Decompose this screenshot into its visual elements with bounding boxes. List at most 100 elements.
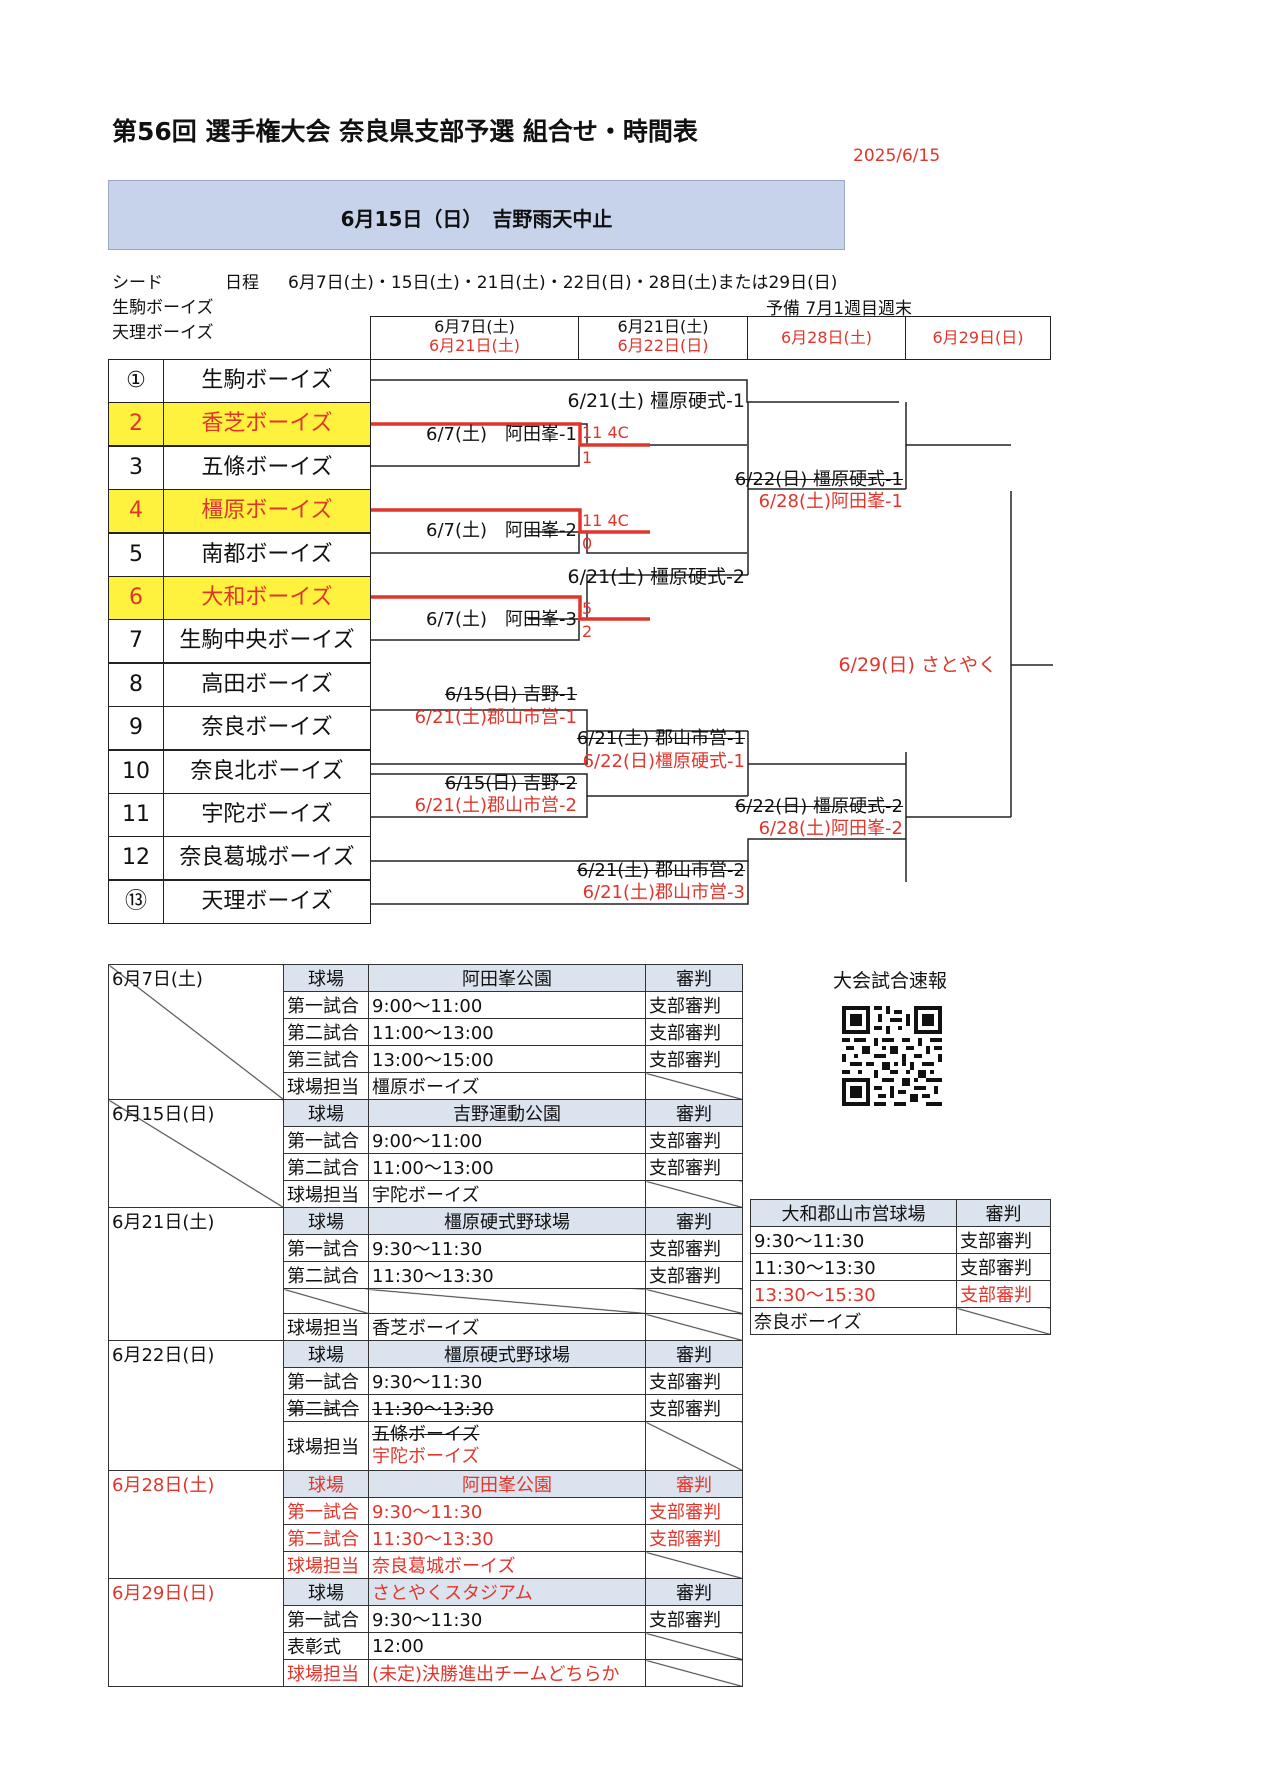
game-label-cancelled: 6/15(日) 吉野-2 [444, 773, 577, 794]
referee: 支部審判 [645, 1605, 743, 1633]
game-no: 第一試合 [283, 1126, 369, 1154]
day-date: 6月22日(日) [108, 1340, 284, 1471]
game-label: 6/21(土) 橿原硬式-2 [567, 566, 745, 588]
referee-label: 審判 [645, 1207, 743, 1235]
venue-name: さとやくスタジアム [368, 1578, 646, 1606]
venue-label: 球場 [283, 1470, 369, 1498]
seed-label: シード [112, 273, 163, 293]
game-no: 第二試合 [283, 1153, 369, 1181]
score: 11 4C [582, 511, 629, 530]
game-label: 6/28(土)阿田峯-1 [758, 491, 903, 512]
venue-name: 吉野運動公園 [368, 1099, 646, 1127]
referee: 支部審判 [645, 1261, 743, 1289]
venue-label: 球場 [283, 964, 369, 992]
game-time: 11:00～13:00 [368, 1153, 646, 1181]
score: 0 [582, 534, 593, 553]
final-game-label: 6/29(日) さとやく [838, 654, 997, 676]
game-label: 6/7(土) 阿田峯-3 [426, 609, 577, 630]
venue-label: 球場 [283, 1340, 369, 1368]
team-number: 12 [109, 837, 164, 879]
venue-name: 阿田峯公園 [368, 964, 646, 992]
team-row: ① 生駒ボーイズ [108, 359, 371, 403]
team-name: 大和ボーイズ [201, 585, 333, 610]
game-time: 9:00～11:00 [368, 1126, 646, 1154]
page-title: 第56回 選手権大会 奈良県支部予選 組合せ・時間表 [112, 117, 698, 146]
empty-cell [368, 1288, 646, 1314]
team-number: 11 [109, 794, 164, 836]
team-number: ① [109, 360, 164, 402]
team-number: 2 [109, 403, 164, 445]
referee: 支部審判 [645, 1153, 743, 1181]
team-name: 南都ボーイズ [201, 542, 333, 567]
game-time: 11:30～13:30 [368, 1261, 646, 1289]
score: 1 [582, 448, 593, 467]
venue-label: 球場 [283, 1578, 369, 1606]
empty-cell [645, 1421, 743, 1471]
duty-team: 香芝ボーイズ [368, 1313, 646, 1341]
round-header-4: 6月29日(日) [905, 316, 1051, 360]
empty-cell [645, 1288, 743, 1314]
round-header-line: 6月7日(土) [434, 317, 515, 336]
duty-team: (未定)決勝進出チームどちらか [368, 1659, 646, 1687]
referee: 支部審判 [645, 1018, 743, 1046]
team-number: 7 [109, 620, 164, 662]
game-no: 第二試合 [283, 1261, 369, 1289]
round-header-3: 6月28日(土) [747, 316, 906, 360]
empty-cell [645, 1659, 743, 1687]
game-label: 6/21(土)郡山市営-1 [414, 707, 577, 728]
game-no: 第一試合 [283, 1605, 369, 1633]
venue-name: 大和郡山市営球場 [750, 1199, 957, 1227]
seed-team: 天理ボーイズ [112, 323, 214, 343]
day-date: 6月7日(土) [108, 964, 284, 1100]
game-no: 第一試合 [283, 1497, 369, 1525]
game-label-cancelled: 6/22(日) 橿原硬式-1 [734, 469, 903, 490]
round-header-1: 6月7日(土) 6月21日(土) [370, 316, 579, 360]
reserve-note: 予備 7月1週目週末 [766, 299, 913, 319]
referee-label: 審判 [645, 1578, 743, 1606]
referee: 支部審判 [645, 1524, 743, 1552]
referee: 支部審判 [956, 1226, 1051, 1254]
referee: 支部審判 [956, 1253, 1051, 1281]
game-no: 第三試合 [283, 1045, 369, 1073]
duty-team: 橿原ボーイズ [368, 1072, 646, 1100]
referee-label: 審判 [645, 1099, 743, 1127]
empty-cell [645, 1551, 743, 1579]
game-time: 9:30～11:30 [368, 1605, 646, 1633]
team-name: 奈良北ボーイズ [190, 759, 344, 784]
team-name: 橿原ボーイズ [201, 498, 333, 523]
team-number: 10 [109, 751, 164, 793]
game-label-cancelled: 6/21(土) 郡山市営-1 [576, 728, 745, 749]
team-row: ⑬ 天理ボーイズ [108, 880, 371, 924]
team-name: 五條ボーイズ [201, 455, 333, 480]
team-name: 天理ボーイズ [201, 889, 333, 914]
day-date: 6月28日(土) [108, 1470, 284, 1579]
referee-label: 審判 [645, 1340, 743, 1368]
round-header-line: 6月22日(日) [617, 336, 709, 355]
team-row: 12 奈良葛城ボーイズ [108, 836, 371, 880]
game-no: 第二試合 [283, 1394, 369, 1422]
game-no: 第一試合 [283, 1367, 369, 1395]
game-time: 9:00～11:00 [368, 991, 646, 1019]
duty-team: 奈良ボーイズ [750, 1307, 957, 1335]
team-name: 生駒ボーイズ [201, 368, 333, 393]
game-no: 第二試合 [283, 1524, 369, 1552]
qr-code-icon[interactable] [838, 1006, 946, 1106]
issue-date: 2025/6/15 [853, 146, 941, 166]
score: 2 [582, 622, 593, 641]
round-header-line: 6月21日(土) [428, 336, 521, 355]
team-number: ⑬ [109, 881, 164, 923]
team-name: 奈良葛城ボーイズ [179, 845, 355, 870]
game-label-cancelled: 6/15(日) 吉野-1 [444, 684, 577, 705]
duty-label: 球場担当 [283, 1659, 369, 1687]
game-label: 6/22(日)橿原硬式-1 [582, 751, 745, 772]
venue-label: 球場 [283, 1207, 369, 1235]
referee-label: 審判 [645, 964, 743, 992]
referee: 支部審判 [645, 1234, 743, 1262]
